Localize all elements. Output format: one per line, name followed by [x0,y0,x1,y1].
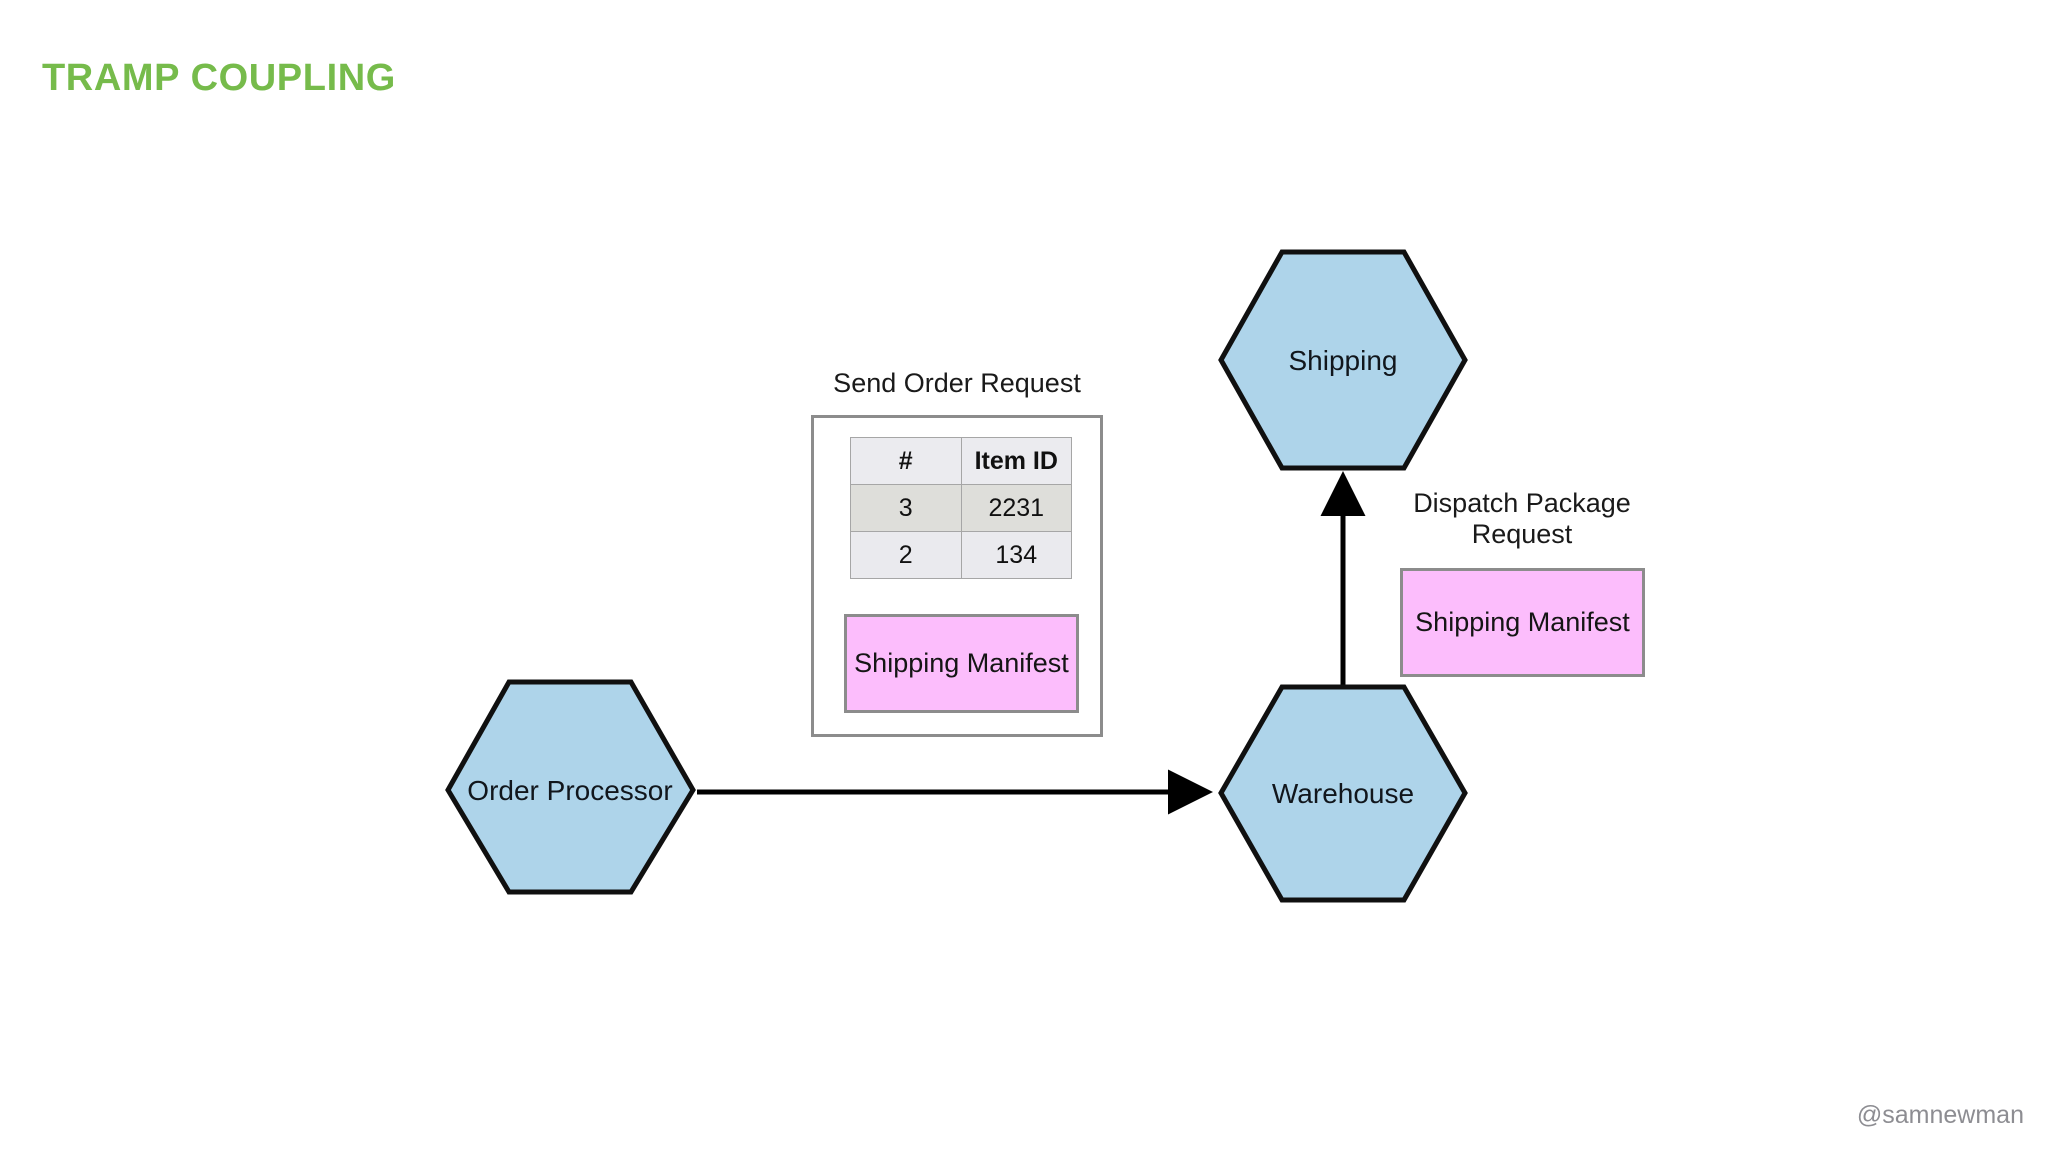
column-header-number: # [850,437,962,485]
table-row: 2 134 [850,531,1072,579]
node-shape-warehouse[interactable] [1218,684,1468,903]
column-header-item-id: Item ID [960,437,1072,485]
page-title: TRAMP COUPLING [42,57,396,99]
message-label-send-order-request: Send Order Request [833,368,1081,398]
node-shape-order-processor[interactable] [445,679,696,895]
author-watermark: @samnewman [1856,1101,2024,1129]
payload-box-label: Shipping Manifest [1415,607,1630,637]
order-items-table: # Item ID 3 2231 2 134 [850,437,1072,579]
cell-quantity: 2 [850,531,962,579]
table-row: 3 2231 [850,484,1072,532]
cell-item-id: 2231 [960,484,1072,532]
payload-box-label: Shipping Manifest [854,648,1069,678]
cell-item-id: 134 [960,531,1072,579]
node-shape-shipping[interactable] [1218,249,1468,471]
payload-container-send-order-request: # Item ID 3 2231 2 134 Shipping Manifest [811,415,1103,737]
payload-box-shipping-manifest-dispatch: Shipping Manifest [1400,568,1645,677]
payload-box-shipping-manifest-order: Shipping Manifest [844,614,1079,713]
table-header-row: # Item ID [850,437,1072,485]
message-label-dispatch-package-request: Dispatch Package Request [1413,488,1631,550]
cell-quantity: 3 [850,484,962,532]
